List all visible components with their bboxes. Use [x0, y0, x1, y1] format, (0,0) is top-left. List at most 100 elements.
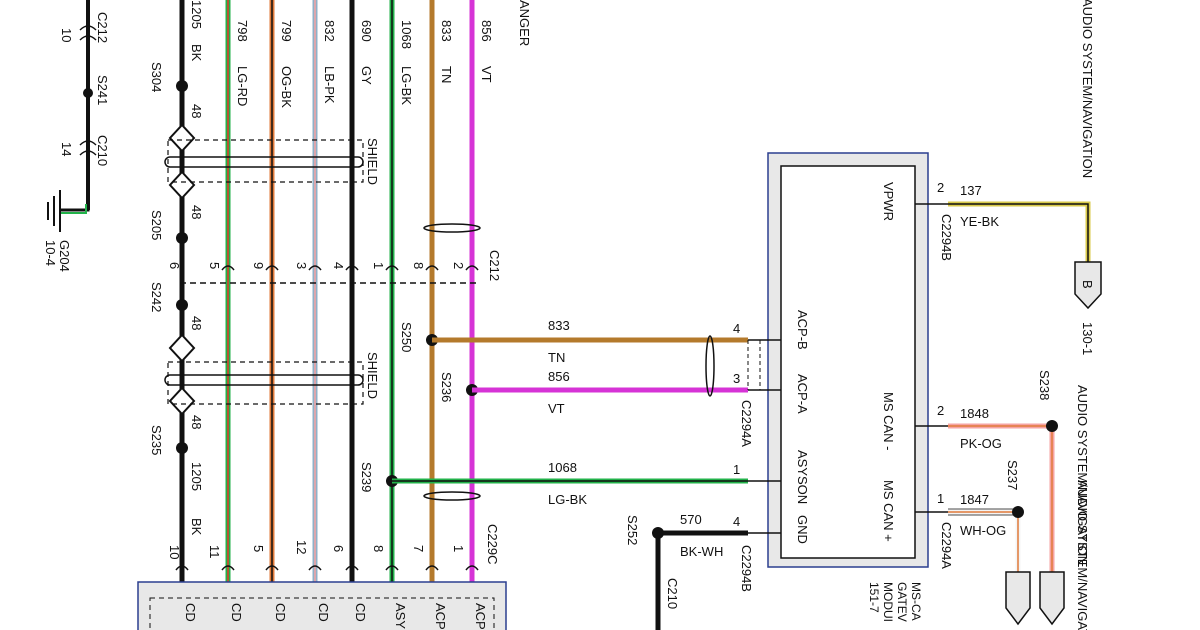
wire-137-circuit: 137 — [960, 183, 982, 198]
module-name-3: MODUI — [881, 582, 895, 622]
bottom-component: CD CD CD CD CD ASY ACP ACP — [137, 581, 507, 630]
bottom-box-label-4: CD — [316, 603, 331, 622]
c2294a-bus-label: C2294A — [739, 400, 754, 447]
shield-label-bottom: SHIELD — [365, 352, 380, 399]
c212-top-label: C212 — [95, 12, 110, 43]
wire-1848-color: PK-OG — [960, 436, 1002, 451]
pin-ms-can-minus: MS CAN - — [881, 392, 896, 451]
wire-798-color: LG-RD — [235, 66, 250, 106]
wire-856-color: VT — [479, 66, 494, 83]
wire-799-color: OG-BK — [279, 66, 294, 108]
s252-label: S252 — [625, 515, 640, 545]
wire-1847-color: WH-OG — [960, 523, 1006, 538]
bus-856-circuit: 856 — [548, 369, 570, 384]
wire-1848-circuit: 1848 — [960, 406, 989, 421]
audio-nav-bottom: AUDIO SYSTEM/NAVIGATION — [1075, 480, 1090, 630]
gnd-wire: 570 BK-WH 4 C2294B S252 C210 — [625, 512, 754, 630]
c212-pin-1: 1 — [371, 262, 386, 269]
s236-label: S236 — [439, 372, 454, 402]
right-wires: B 130-1 AUDIO SYSTEM/NAVIGATION 137 YE-B… — [915, 0, 1102, 630]
bottom-pin-7: 7 — [411, 545, 426, 552]
module-name-2: GATEV — [895, 582, 909, 622]
shields: SHIELD SHIELD — [164, 138, 380, 405]
harness-labels: 1205 BK 798 LG-RD 799 OG-BK 832 LB-PK 69… — [189, 0, 532, 108]
trunk-pin-48-b: 48 — [189, 205, 204, 219]
trunk-color-label: BK — [189, 44, 204, 62]
wire-833-circuit: 833 — [439, 20, 454, 42]
bus-pin-4: 4 — [733, 321, 740, 336]
pin-gnd: GND — [795, 515, 810, 544]
bottom-box-label-7: ACP — [433, 603, 448, 630]
shield-label-top: SHIELD — [365, 138, 380, 185]
wire-832-circuit: 832 — [322, 20, 337, 42]
pin-ms-can-plus: MS CAN + — [881, 480, 896, 542]
c212-pin-8: 8 — [411, 262, 426, 269]
harness — [179, 0, 475, 590]
c210-bottom-label: C210 — [665, 578, 680, 609]
bottom-box-label-3: CD — [273, 603, 288, 622]
bottom-box-label-8: ACP — [473, 603, 488, 630]
c212-pin-9: 9 — [251, 262, 266, 269]
bottom-box-label-6: ASY — [393, 603, 408, 629]
wire-1847-circuit: 1847 — [960, 492, 989, 507]
trunk-circuit-label: 1205 — [189, 0, 204, 29]
g204-label: G204 — [57, 240, 72, 272]
trunk-pin-48-c: 48 — [189, 316, 204, 330]
s205-label: S205 — [149, 210, 164, 240]
bottom-pin-5: 5 — [251, 545, 266, 552]
gateway-module: VPWR ACP-B ACP-A ASYSON GND MS CAN - MS … — [748, 152, 929, 622]
tag-b: B — [1080, 280, 1095, 289]
module-name-4: 151-7 — [867, 582, 881, 613]
wire-1847-pin: 1 — [937, 491, 944, 506]
c210-label: C210 — [95, 135, 110, 166]
pin-asyson: ASYSON — [795, 450, 810, 504]
wire-137-color: YE-BK — [960, 214, 999, 229]
c2294b-vpwr-label: C2294B — [939, 214, 954, 261]
bottom-box-label-2: CD — [229, 603, 244, 622]
bottom-pin-12: 12 — [294, 540, 309, 554]
bottom-pin-11: 11 — [207, 545, 222, 559]
c212-connector-row: 5 9 3 4 1 8 2 C212 — [180, 223, 502, 284]
trunk-pin-48-a: 48 — [189, 104, 204, 118]
pin-vpwr: VPWR — [881, 182, 896, 221]
wire-833-color: TN — [439, 66, 454, 83]
wire-1848-pin: 2 — [937, 403, 944, 418]
bottom-box-label-5: CD — [353, 603, 368, 622]
s242-label: S242 — [149, 282, 164, 312]
bottom-pin-1: 1 — [451, 545, 466, 552]
s238-label: S238 — [1037, 370, 1052, 400]
s241-label: S241 — [95, 75, 110, 105]
trunk-pin-48-d: 48 — [189, 415, 204, 429]
gnd-pin: 4 — [733, 514, 740, 529]
pin-acp-a: ACP-A — [795, 374, 810, 414]
bus-1068-circuit: 1068 — [548, 460, 577, 475]
module-name-1: MS-CA — [909, 582, 923, 621]
c212-label: C212 — [487, 250, 502, 281]
c2294a-mscan-label: C2294A — [939, 522, 954, 569]
trunk-bottom-color: BK — [189, 518, 204, 536]
pin-acp-b: ACP-B — [795, 310, 810, 350]
g204-ref-label: 10-4 — [43, 240, 58, 266]
bottom-pin-8: 8 — [371, 545, 386, 552]
c229c-label: C229C — [485, 524, 500, 564]
bus-833-color: TN — [548, 350, 565, 365]
audio-nav-mid: AUDIO SYSTEM/NAVIGATION — [1075, 385, 1090, 565]
bus-wires: 833 TN 856 VT 1068 LG-BK 4 3 1 C2294A — [392, 318, 761, 507]
s250-label: S250 — [399, 322, 414, 352]
trunk-bottom-pin: 10 — [167, 545, 182, 559]
ref-130-1: 130-1 — [1080, 322, 1095, 355]
wire-799-circuit: 799 — [279, 20, 294, 42]
wire-1068-color: LG-BK — [399, 66, 414, 105]
c212-pin-5: 5 — [207, 262, 222, 269]
wire-832-color: LB-PK — [322, 66, 337, 104]
wire-690-color: GY — [359, 66, 374, 85]
s235-label: S235 — [149, 425, 164, 455]
wire-798-circuit: 798 — [235, 20, 250, 42]
gnd-color: BK-WH — [680, 544, 723, 559]
ground-branch: C212 10 S241 C210 14 G204 10-4 — [43, 0, 110, 272]
wire-690-circuit: 690 — [359, 20, 374, 42]
bus-pin-3: 3 — [733, 371, 740, 386]
trunk-bottom-circuit: 1205 — [189, 462, 204, 491]
s237-label: S237 — [1005, 460, 1020, 490]
